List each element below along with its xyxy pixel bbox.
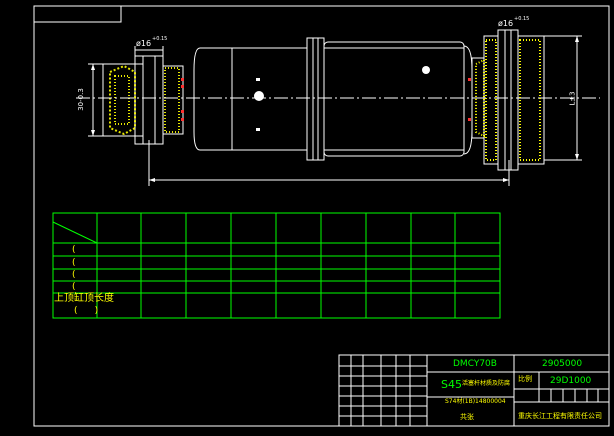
spec-bottom-mark: ( )	[74, 306, 99, 316]
title-material-note: 活塞杆材质及防腐	[462, 380, 511, 387]
spec-table	[52, 212, 501, 319]
dimension-arrows	[91, 36, 579, 182]
frame-tab	[34, 6, 122, 23]
spec-row-mark-1: (	[72, 245, 76, 255]
pin-right-dimension: ø16	[498, 19, 514, 28]
height-right-dimension: L±3	[568, 91, 577, 106]
dimension-lines	[88, 29, 582, 186]
title-block-grid	[338, 354, 610, 427]
left-earring	[102, 55, 184, 145]
right-earring	[471, 29, 545, 171]
title-scale-label: 比例	[518, 375, 532, 383]
pin-left-tolerance: +0.15	[152, 36, 168, 42]
left-detail-marks	[181, 78, 184, 121]
title-standard: S74材(1B)14800004	[445, 398, 506, 405]
spec-bottom-label: 上顶缸顶长度	[54, 293, 114, 304]
title-code-mid: 29D1000	[550, 376, 592, 386]
spec-row-mark-2: (	[72, 258, 76, 268]
spec-row-mark-4: (	[72, 282, 76, 292]
pin-left-dimension: ø16	[136, 39, 152, 48]
title-material: S45	[441, 378, 462, 391]
title-company: 重庆长江工程有限责任公司	[518, 412, 602, 420]
right-detail-marks	[468, 78, 471, 121]
cylinder-body	[193, 37, 473, 161]
title-code-top: 2905000	[542, 359, 583, 369]
right-bearing-hatch	[475, 39, 541, 161]
title-sheet-label: 共张	[460, 413, 474, 421]
spec-row-mark-3: (	[72, 270, 76, 280]
drawing-frame	[33, 5, 610, 427]
height-left-dimension: 30-0.3	[76, 88, 85, 111]
title-model: DMCY70B	[453, 359, 497, 369]
pin-right-tolerance: +0.15	[514, 16, 530, 22]
left-bearing-hatch	[109, 64, 180, 136]
